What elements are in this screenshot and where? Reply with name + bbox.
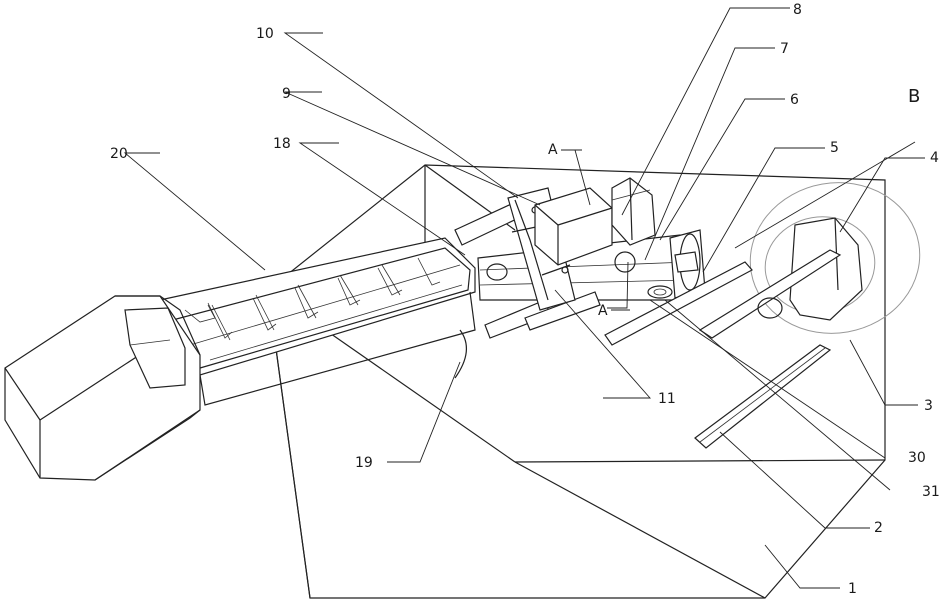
label-6: 6 bbox=[790, 92, 799, 108]
label-4: 4 bbox=[930, 150, 939, 166]
label-8: 8 bbox=[793, 2, 802, 18]
label-3: 3 bbox=[924, 398, 933, 414]
label-B: B bbox=[908, 86, 920, 107]
label-5: 5 bbox=[830, 140, 839, 156]
label-11: 11 bbox=[658, 391, 676, 407]
label-A-top: A bbox=[548, 142, 558, 158]
label-7: 7 bbox=[780, 41, 789, 57]
label-9: 9 bbox=[282, 86, 291, 102]
label-18: 18 bbox=[273, 136, 291, 152]
label-20: 20 bbox=[110, 146, 128, 162]
label-1: 1 bbox=[848, 581, 857, 597]
label-31: 31 bbox=[922, 484, 940, 500]
label-2: 2 bbox=[874, 520, 883, 536]
label-19: 19 bbox=[355, 455, 373, 471]
label-10: 10 bbox=[256, 26, 274, 42]
label-A-bottom: A bbox=[598, 303, 608, 319]
end-housing bbox=[5, 296, 200, 480]
label-30: 30 bbox=[908, 450, 926, 466]
